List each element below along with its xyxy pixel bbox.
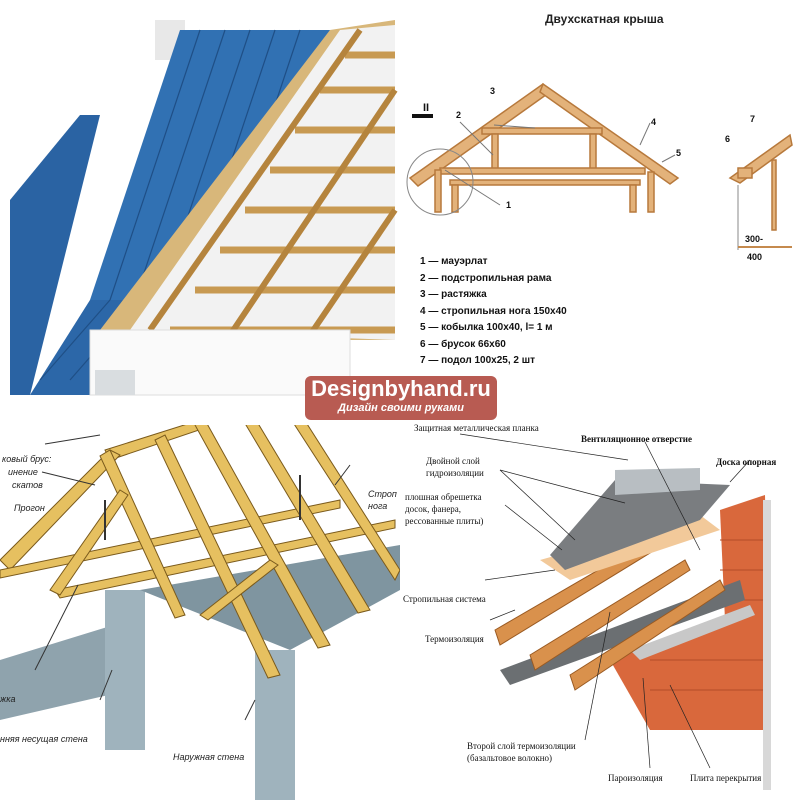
callout-6: 6 — [725, 134, 731, 144]
rafter-label-2: нога — [368, 501, 388, 511]
second-insulation-label: Второй слой термоизоляции — [467, 741, 576, 751]
purlin-label: Прогон — [14, 503, 45, 513]
callout-1: 1 — [506, 200, 512, 210]
outer-wall-label: Наружная стена — [173, 752, 245, 762]
site-logo: Designbyhand.ru Дизайн своими руками — [305, 376, 497, 420]
flat-roof-cutaway — [400, 420, 800, 800]
dimension-bottom: 400 — [747, 252, 763, 262]
legend-item: 5 — кобылка 100x40, l= 1 м — [420, 322, 553, 333]
legend-item: 1 — мауэрлат — [420, 256, 488, 267]
waterproof-label: Двойной слой — [426, 456, 480, 466]
logo-text: Designbyhand.ru — [311, 376, 491, 401]
legend-item: 7 — подол 100x25, 2 шт — [420, 355, 535, 366]
ridge-label-2: инение — [8, 467, 38, 477]
rafter-system-illustration — [0, 425, 400, 800]
legend: 1 — мауэрлат 2 — подстропильная рама 3 —… — [420, 254, 567, 370]
support-board-label: Доска опорная — [716, 457, 777, 467]
callout-2: 2 — [456, 110, 462, 120]
legend-item: 3 — растяжка — [420, 289, 487, 300]
vent-label: Вентиляционное отверстие — [581, 434, 692, 444]
second-insulation-label-2: (базальтовое волокно) — [467, 753, 553, 763]
inner-wall-label: нняя несущая стена — [0, 734, 88, 744]
rafter-label: Строп — [368, 489, 397, 499]
sheathing-label: плошная обрешетка — [405, 492, 482, 502]
ridge-label-3: скатов — [12, 480, 43, 490]
legend-item: 6 — брусок 66x60 — [420, 338, 506, 350]
metal-roof-illustration — [0, 0, 400, 400]
legend-item: 2 — подстропильная рама — [420, 272, 552, 284]
callout-7: 7 — [750, 114, 756, 124]
ridge-label: ковый брус: — [2, 454, 52, 464]
callout-3: 3 — [490, 86, 496, 96]
diagram-title: Двухскатная крыша — [545, 12, 664, 26]
gable-roof-drawing — [400, 0, 800, 250]
logo-tagline: Дизайн своими руками — [338, 402, 464, 414]
metal-strip-label: Защитная металлическая планка — [414, 423, 539, 433]
sheathing-label-2: досок, фанера, — [405, 504, 462, 514]
legend-item: 4 — стропильная нога 150x40 — [420, 305, 567, 317]
floor-slab-label: Плита перекрытия — [690, 773, 762, 783]
sheathing-label-3: рессованные плиты) — [405, 516, 484, 526]
vapor-barrier-label: Пароизоляция — [608, 773, 663, 783]
tie-label: жка — [0, 694, 16, 704]
callout-4: 4 — [651, 117, 657, 127]
section-mark: II — [423, 102, 430, 114]
waterproof-label-2: гидроизоляции — [426, 468, 484, 478]
callout-5: 5 — [676, 148, 682, 158]
insulation-label: Термоизоляция — [425, 634, 484, 644]
dimension-top: 300- — [745, 234, 764, 244]
rafter-system-label: Стропильная система — [403, 594, 486, 604]
